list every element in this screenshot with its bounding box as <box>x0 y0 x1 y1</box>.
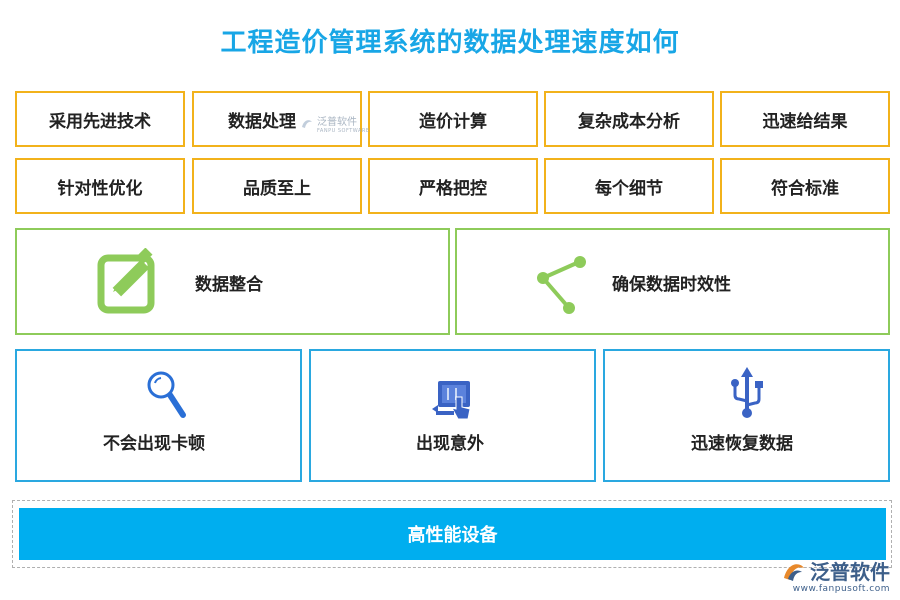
box-data-integration: 数据整合 <box>15 228 450 335</box>
box-no-lag: 不会出现卡顿 <box>15 349 302 482</box>
box-label: 出现意外 <box>416 434 484 454</box>
brand-watermark: 泛普软件 www.fanpusoft.com <box>782 556 890 594</box>
tag-targeted-optimization: 针对性优化 <box>15 158 185 214</box>
brand-url: www.fanpusoft.com <box>792 583 890 594</box>
tag-label: 复杂成本分析 <box>578 111 680 132</box>
tag-label: 每个细节 <box>595 178 663 199</box>
tag-data-processing: 数据处理 <box>192 91 362 147</box>
search-icon <box>147 371 186 418</box>
bottom-bar-high-performance: 高性能设备 <box>19 508 886 560</box>
tag-cost-analysis: 复杂成本分析 <box>544 91 714 147</box>
fanpu-logo-icon <box>784 563 804 581</box>
tag-label: 符合标准 <box>771 178 839 199</box>
tag-label: 造价计算 <box>419 111 487 132</box>
bottom-frame <box>12 500 892 568</box>
brand-name: 泛普软件 <box>810 560 890 584</box>
tag-cost-calculation: 造价计算 <box>368 91 538 147</box>
tag-strict-control: 严格把控 <box>368 158 538 214</box>
page-title: 工程造价管理系统的数据处理速度如何 <box>220 28 680 58</box>
tag-advanced-tech: 采用先进技术 <box>15 91 185 147</box>
share-icon <box>537 256 586 314</box>
edit-icon <box>97 248 155 314</box>
tag-label: 针对性优化 <box>57 178 143 199</box>
box-label: 数据整合 <box>195 275 263 295</box>
tag-label: 采用先进技术 <box>49 111 151 132</box>
watermark-small-sub: FANPU SOFTWARE <box>317 128 370 134</box>
tag-meets-standard: 符合标准 <box>720 158 890 214</box>
tag-label: 数据处理 <box>228 111 296 132</box>
tag-label: 严格把控 <box>419 178 487 199</box>
box-quick-recovery: 迅速恢复数据 <box>603 349 890 482</box>
usb-icon <box>731 367 763 418</box>
touch-screen-icon <box>432 381 471 420</box>
tag-quality-first: 品质至上 <box>192 158 362 214</box>
box-label: 迅速恢复数据 <box>691 434 793 454</box>
box-label: 不会出现卡顿 <box>103 434 205 454</box>
tag-quick-results: 迅速给结果 <box>720 91 890 147</box>
fanpu-logo-icon <box>302 119 312 128</box>
box-label: 确保数据时效性 <box>612 275 731 295</box>
box-accident: 出现意外 <box>309 349 596 482</box>
bottom-bar-label: 高性能设备 <box>407 525 498 546</box>
tag-every-detail: 每个细节 <box>544 158 714 214</box>
tag-label: 迅速给结果 <box>762 111 848 132</box>
tag-label: 品质至上 <box>243 178 311 199</box>
box-data-timeliness: 确保数据时效性 <box>455 228 890 335</box>
watermark-small-name: 泛普软件 <box>317 117 357 128</box>
